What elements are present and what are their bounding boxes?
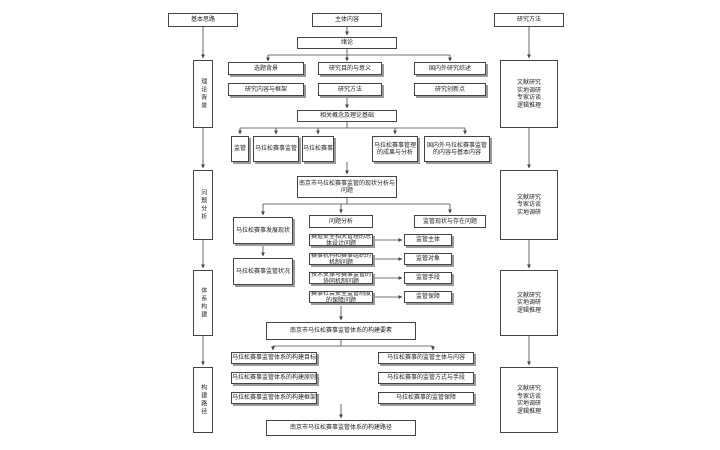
- stage-box-theory: 理论背景: [193, 60, 213, 128]
- research-methods-box: 研究方法: [318, 83, 382, 96]
- problem-item: 赛道安全相关管理的总体设计问题: [309, 234, 373, 246]
- concept-item-management-results: 马拉松赛事管理的成果与分析: [372, 136, 418, 162]
- element-right-item: 马拉松赛事的监管主体与内容: [378, 352, 474, 364]
- problem-item: 赛事机构和赛事组织的机制问题: [309, 253, 373, 265]
- concept-item-event-supervision: 马拉松赛事监管: [253, 136, 299, 162]
- branch-mid-box: 问题分析: [309, 215, 373, 228]
- stage-box-system-construction: 体系构建: [193, 270, 213, 336]
- finding-item: 监管主体: [404, 234, 452, 246]
- path-title-box: 南京市马拉松赛事监管体系的构建路径: [266, 420, 416, 436]
- element-right-item: 马拉松赛事的监管保障: [378, 392, 474, 404]
- concept-item-domestic-foreign: 国内外马拉松赛事监管的内容与基本内容: [424, 136, 490, 162]
- header-research-methods: 研究方法: [494, 13, 564, 27]
- elements-title-box: 南京市马拉松赛事监管体系的构建要素: [266, 322, 416, 340]
- research-content-box: 研究内容与框架: [228, 83, 304, 96]
- concepts-box: 相关概念及理论基础: [297, 110, 397, 122]
- purpose-box: 研究目的与意义: [318, 62, 382, 75]
- header-basic-approach: 基本思路: [168, 13, 238, 27]
- branch-right-box: 监管现状与存在问题: [414, 215, 486, 228]
- element-left-item: 马拉松赛事监管体系的构建框架: [231, 392, 317, 404]
- problem-item: 赛事社会安全监管制度的保障问题: [309, 291, 373, 303]
- finding-item: 监管保障: [404, 291, 452, 303]
- connector-lines: [201, 27, 531, 419]
- problem-item: 技术支撑与赛事监管的协同机制问题: [309, 272, 373, 284]
- status-title-box: 南京市马拉松赛事监管的现状分析与问题: [297, 176, 397, 198]
- background-box: 选题背景: [228, 62, 304, 75]
- element-right-item: 马拉松赛事的监管方式与手段: [378, 372, 474, 384]
- stage-box-construction-path: 构建路径: [193, 367, 213, 433]
- method-box-1: 文献研究 实地调研 专家访谈 逻辑推理: [500, 60, 558, 128]
- stage-box-problem-analysis: 问题分析: [193, 170, 213, 240]
- concept-item-marathon-event: 马拉松赛事: [302, 136, 334, 162]
- finding-item: 监管对象: [404, 253, 452, 265]
- innovation-box: 研究创新点: [414, 83, 486, 96]
- finding-item: 监管手段: [404, 272, 452, 284]
- method-box-2: 文献研究 专家访谈 实地调研: [500, 170, 558, 240]
- branch-left-box: 马拉松赛事发展现状: [233, 217, 293, 244]
- method-box-3: 文献研究 实地调研 逻辑推理: [500, 270, 558, 336]
- literature-box: 国内外研究综述: [414, 62, 486, 75]
- intro-box: 绪论: [297, 37, 397, 49]
- concept-item-supervision: 监管: [231, 136, 249, 162]
- header-main-content: 主体内容: [312, 13, 382, 27]
- branch-left-sub-box: 马拉松赛事监管状况: [233, 258, 293, 285]
- element-left-item: 马拉松赛事监管体系的构建目标: [231, 352, 317, 364]
- element-left-item: 马拉松赛事监管体系的构建原则: [231, 372, 317, 384]
- method-box-4: 文献研究 专家访谈 实地调研 逻辑推理: [500, 367, 558, 433]
